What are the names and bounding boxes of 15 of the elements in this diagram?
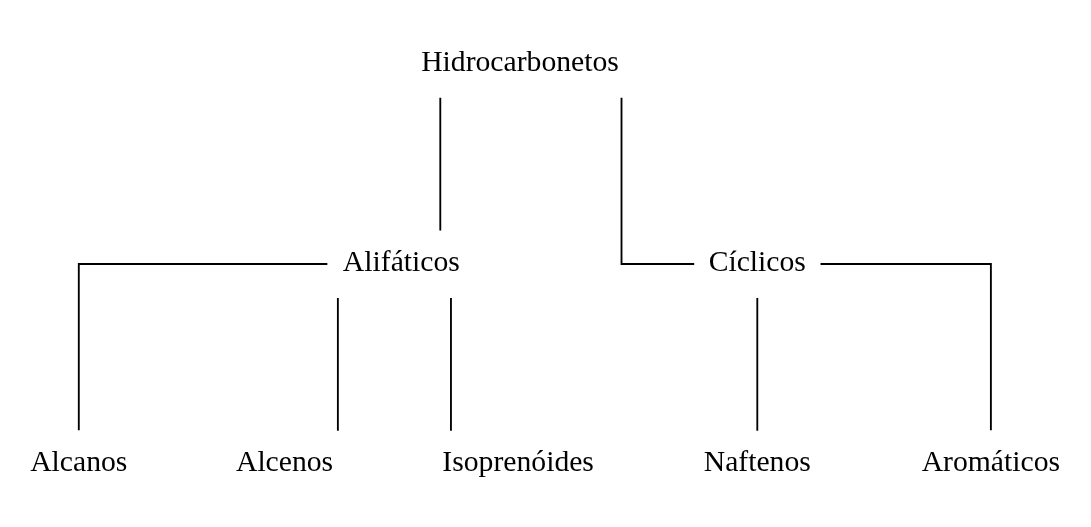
connector	[620, 96, 696, 265]
node-text: Alifáticos	[342, 244, 460, 277]
node-text: Alcenos	[235, 444, 334, 477]
connector	[756, 296, 759, 432]
node-text: Naftenos	[703, 444, 811, 477]
connector	[450, 296, 452, 432]
node-text: Cíclicos	[708, 244, 806, 277]
connector	[819, 262, 992, 431]
node-text: Aromáticos	[921, 444, 1061, 477]
node-text: Isoprenóides	[442, 444, 594, 477]
connector	[336, 296, 339, 432]
node-text: Hidrocarbonetos	[421, 44, 619, 77]
connector	[77, 262, 329, 431]
connector	[439, 96, 442, 231]
node-text: Alcanos	[30, 444, 128, 477]
